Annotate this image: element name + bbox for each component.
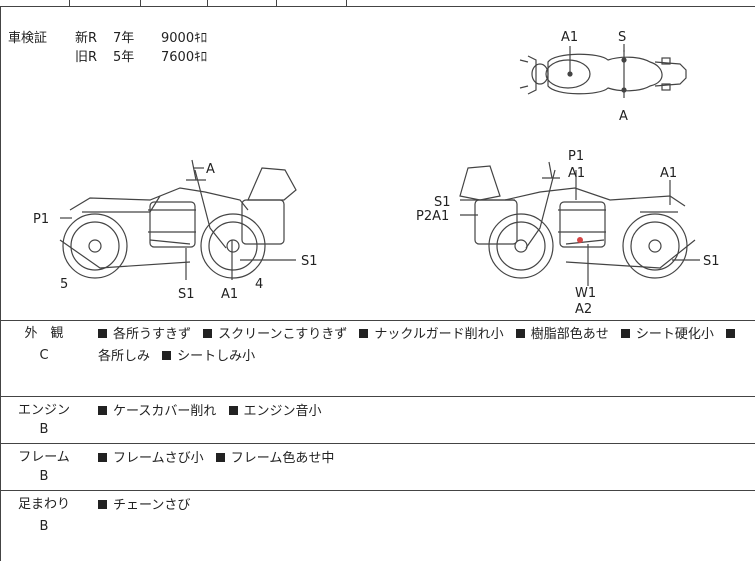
- list-item: シートしみ小: [162, 349, 255, 364]
- section-category: フレーム: [18, 450, 70, 465]
- top-label-A: A: [619, 109, 628, 124]
- top-label-S: S: [618, 30, 626, 45]
- new-registration-km: 9000ｷﾛ: [161, 31, 208, 46]
- section-category: エンジン: [17, 403, 70, 418]
- section-notes: チェーンさび: [98, 495, 748, 517]
- section-notes: ケースカバー削れ エンジン音小: [98, 401, 748, 423]
- list-item: エンジン音小: [228, 404, 322, 419]
- damage-diagram-panel: 車検証 新R 7年 9000ｷﾛ 旧R 5年 7600ｷﾛ: [0, 6, 755, 321]
- list-item: シート硬化小: [620, 327, 714, 342]
- registration-info: 車検証 新R 7年 9000ｷﾛ 旧R 5年 7600ｷﾛ: [1, 6, 241, 66]
- new-registration-label: 新R: [75, 31, 98, 46]
- right-label-P1: P1: [568, 149, 584, 164]
- top-table-edge: [0, 0, 755, 7]
- left-label-P1: P1: [33, 212, 49, 227]
- section-suspension: 足まわり B チェーンさび: [0, 491, 755, 561]
- section-category: 外 観: [24, 326, 64, 341]
- list-item: フレームさび小: [98, 451, 204, 466]
- list-item: 樹脂部色あせ: [515, 327, 609, 342]
- left-label-S1-right: S1: [301, 254, 318, 269]
- section-notes: 各所うすきず スクリーンこすりきず ナックルガード削れ小 樹脂部色あせ シート硬…: [98, 324, 748, 368]
- list-item: スクリーンこすりきず: [203, 327, 347, 342]
- left-label-4: 4: [255, 277, 263, 292]
- list-item: 各所しみ: [98, 327, 741, 364]
- left-side-motorcycle: [59, 159, 297, 280]
- section-category: 足まわり: [17, 497, 70, 512]
- list-item: 各所うすきず: [98, 327, 191, 342]
- list-item: ナックルガード削れ小: [359, 327, 504, 342]
- top-view-motorcycle: [519, 44, 687, 98]
- right-label-A2: A2: [575, 302, 592, 317]
- list-item: フレーム色あせ中: [215, 451, 334, 466]
- section-grade: B: [39, 422, 49, 437]
- section-frame: フレーム B フレームさび小 フレーム色あせ中: [0, 444, 755, 491]
- right-side-motorcycle: [459, 161, 700, 286]
- left-label-S1-bottom: S1: [178, 287, 195, 302]
- left-label-A: A: [206, 162, 215, 177]
- list-item: ケースカバー削れ: [98, 404, 216, 419]
- section-grade: B: [39, 469, 49, 484]
- damage-mark-red: [577, 237, 583, 243]
- list-item: チェーンさび: [98, 498, 190, 513]
- right-label-S1-far: S1: [703, 254, 720, 269]
- top-label-A1: A1: [561, 30, 578, 45]
- left-label-5: 5: [60, 277, 68, 292]
- new-registration-years: 7年: [113, 31, 135, 46]
- old-registration-label: 旧R: [75, 50, 98, 65]
- section-exterior: 外 観 C 各所うすきず スクリーンこすりきず ナックルガード削れ小 樹脂部色あ…: [0, 320, 755, 397]
- right-label-W1: W1: [575, 286, 596, 301]
- section-engine: エンジン B ケースカバー削れ エンジン音小: [0, 397, 755, 444]
- motorcycle-diagrams: A1 S A A P1 5 S1 A1 4 S1 P1 A1 A1 S1 P2A…: [33, 30, 720, 317]
- old-registration-years: 5年: [113, 50, 135, 65]
- diagram-label-group: A1 S A A P1 5 S1 A1 4 S1 P1 A1 A1 S1 P2A…: [33, 30, 720, 317]
- right-label-S1: S1: [434, 195, 451, 210]
- right-label-P2A1: P2A1: [416, 209, 449, 224]
- registration-title: 車検証: [8, 31, 48, 46]
- left-label-A1-bottom: A1: [221, 287, 238, 302]
- section-grade: B: [39, 519, 49, 534]
- old-registration-km: 7600ｷﾛ: [161, 50, 208, 65]
- section-grade: C: [39, 348, 49, 363]
- right-label-A1-far: A1: [660, 166, 677, 181]
- right-label-A1-top: A1: [568, 166, 585, 181]
- section-notes: フレームさび小 フレーム色あせ中: [98, 448, 748, 470]
